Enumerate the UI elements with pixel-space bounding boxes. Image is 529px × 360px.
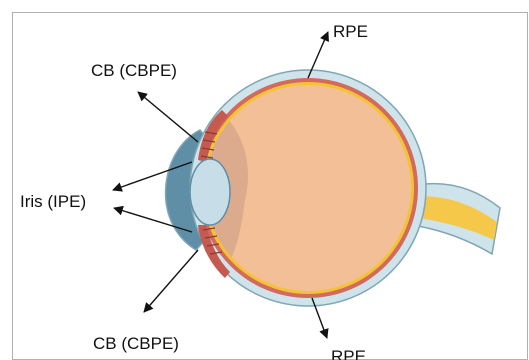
label-cb-top: CB (CBPE) (91, 61, 177, 80)
lens (190, 159, 230, 225)
label-rpe-bottom: RPE (331, 347, 366, 360)
label-rpe-top: RPE (333, 22, 368, 41)
arrow-cb-bottom (144, 250, 198, 312)
label-cb-bottom: CB (CBPE) (93, 334, 179, 353)
label-iris: Iris (IPE) (20, 192, 86, 211)
arrow-cb-top (138, 92, 198, 142)
